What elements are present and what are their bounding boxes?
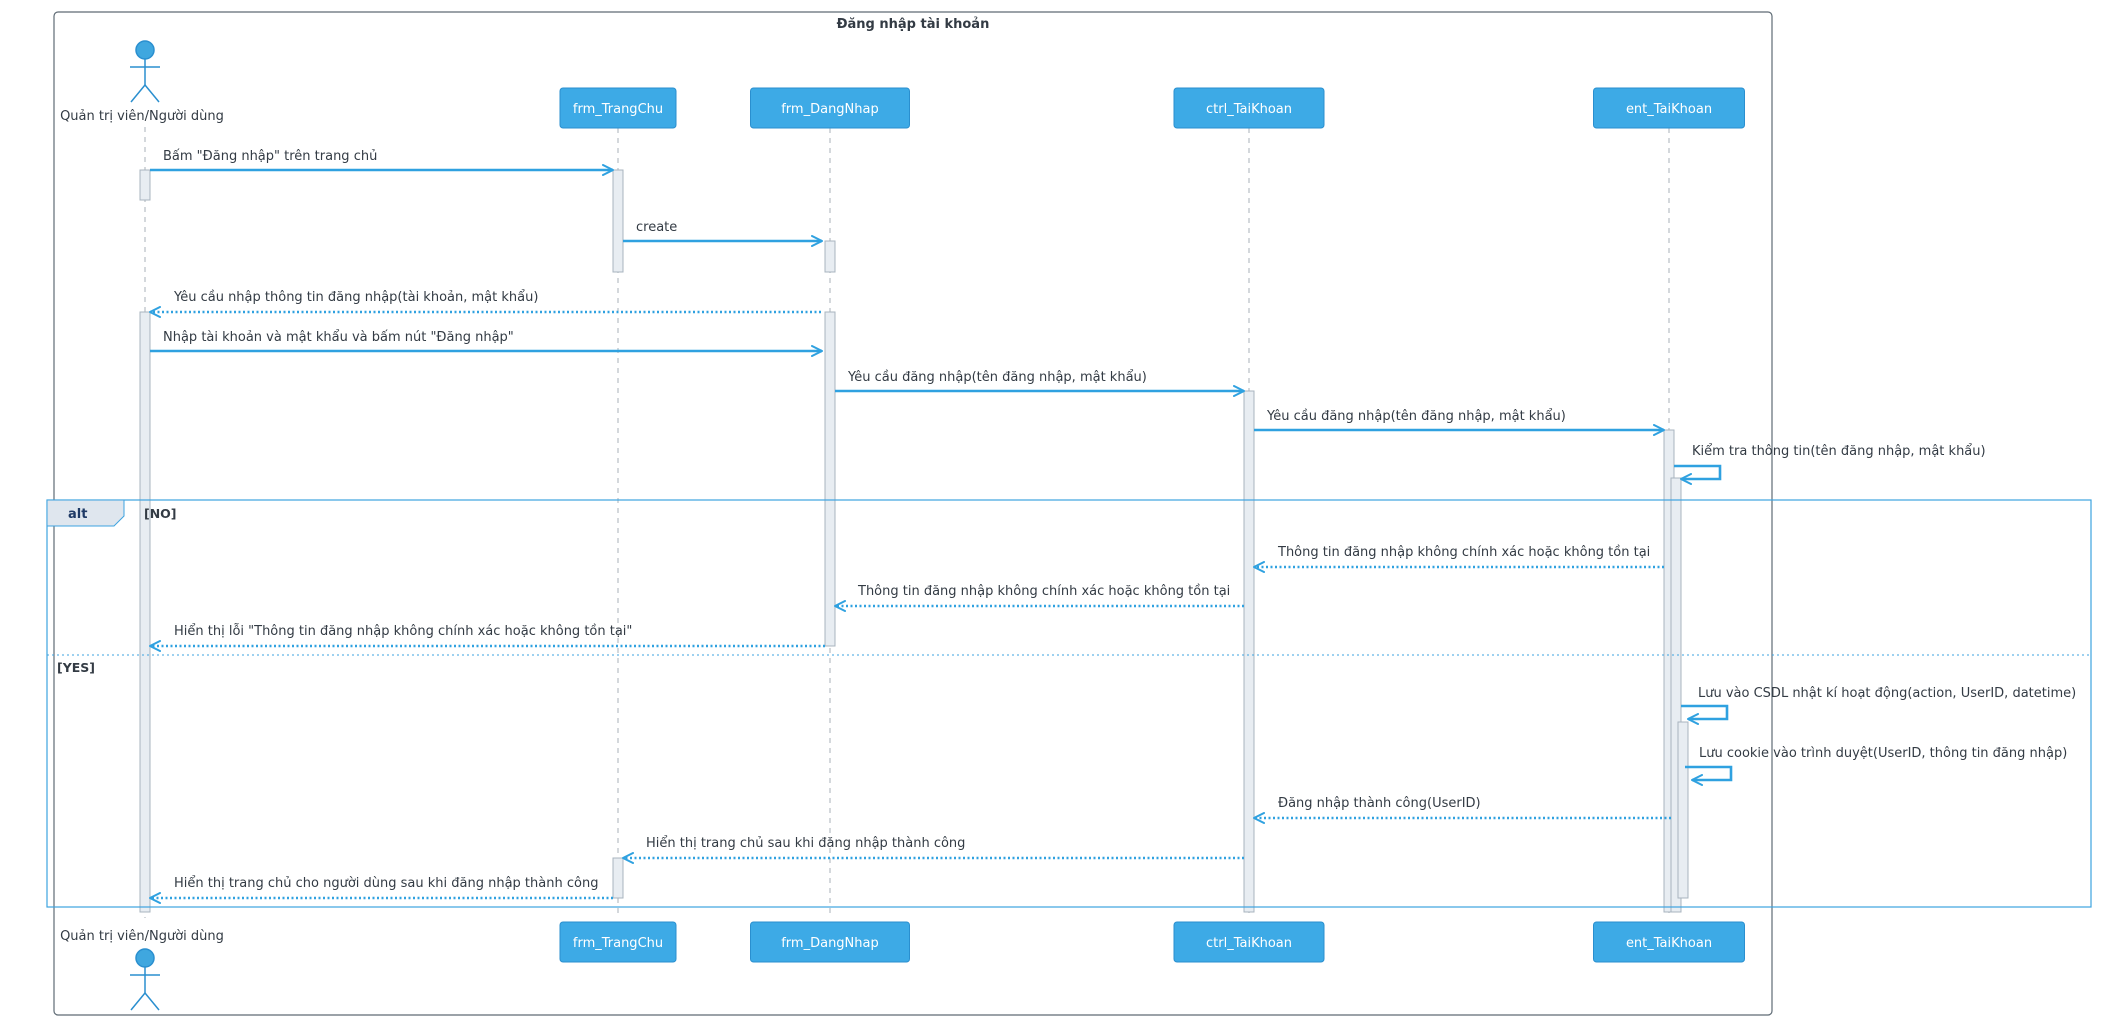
participant-label-user-bottom: Quản trị viên/Người dùng — [60, 929, 224, 944]
message-label-m3: Yêu cầu nhập thông tin đăng nhập(tài kho… — [173, 290, 538, 305]
participant-label-ent-top: ent_TaiKhoan — [1626, 102, 1712, 117]
alt-guard-yes: [YES] — [57, 660, 95, 675]
message-label-m15: Hiển thị trang chủ cho người dùng sau kh… — [174, 876, 598, 891]
message-label-m11: Lưu vào CSDL nhật kí hoạt động(action, U… — [1698, 686, 2076, 701]
participant-label-dangnhap-bottom: frm_DangNhap — [781, 936, 879, 951]
activation-bars — [139, 169, 1689, 913]
participant-label-trangchu-bottom: frm_TrangChu — [573, 936, 663, 951]
alt-keyword: alt — [68, 507, 87, 522]
activation-bar-ent — [1670, 477, 1682, 913]
message-label-m14: Hiển thị trang chủ sau khi đăng nhập thà… — [646, 836, 965, 851]
message-label-m10: Hiển thị lỗi "Thông tin đăng nhập không … — [174, 624, 632, 639]
participant-label-ent-bottom: ent_TaiKhoan — [1626, 936, 1712, 951]
activation-bar-dangnhap — [824, 311, 836, 647]
activation-bar-ent — [1677, 721, 1689, 899]
message-label-m9: Thông tin đăng nhập không chính xác hoặc… — [857, 584, 1230, 599]
activation-bar-ctrl — [1243, 390, 1255, 913]
activation-bar-trangchu — [612, 857, 624, 899]
participant-label-trangchu-top: frm_TrangChu — [573, 102, 663, 117]
message-label-m6: Yêu cầu đăng nhập(tên đăng nhập, mật khẩ… — [1266, 409, 1566, 424]
diagram-title: Đăng nhập tài khoản — [837, 17, 990, 32]
message-arrow-m12 — [1685, 765, 1733, 786]
participant-box-dangnhap-bottom — [750, 921, 910, 963]
participant-box-ctrl-bottom — [1173, 921, 1325, 963]
activation-bar-trangchu — [612, 169, 624, 273]
alt-guard-no: [NO] — [144, 506, 177, 521]
message-arrow-m7 — [1674, 464, 1722, 485]
actor-icon — [130, 948, 160, 1011]
message-label-m4: Nhập tài khoản và mật khẩu và bấm nút "Đ… — [163, 330, 514, 345]
participant-label-user-top: Quản trị viên/Người dùng — [60, 109, 224, 124]
participant-label-ctrl-top: ctrl_TaiKhoan — [1206, 102, 1292, 117]
actor-icon — [130, 40, 160, 103]
alt-fragment: alt [NO] [YES] — [46, 499, 2092, 908]
message-label-m13: Đăng nhập thành công(UserID) — [1278, 796, 1481, 811]
activation-bar-dangnhap — [824, 240, 836, 273]
message-label-m1: Bấm "Đăng nhập" trên trang chủ — [163, 149, 377, 164]
participant-box-trangchu-top — [559, 87, 677, 129]
alt-frame — [46, 499, 2092, 908]
messages: Bấm "Đăng nhập" trên trang chủ createYêu … — [149, 149, 2076, 904]
activation-bar-user — [139, 311, 151, 913]
participant-box-ctrl-top — [1173, 87, 1325, 129]
participant-label-dangnhap-top: frm_DangNhap — [781, 102, 879, 117]
message-label-m2: create — [636, 220, 677, 235]
participant-box-trangchu-bottom — [559, 921, 677, 963]
participant-box-ent-top — [1593, 87, 1745, 129]
message-label-m5: Yêu cầu đăng nhập(tên đăng nhập, mật khẩ… — [847, 370, 1147, 385]
alt-tab — [46, 499, 125, 527]
participant-box-dangnhap-top — [750, 87, 910, 129]
message-label-m7: Kiểm tra thông tin(tên đăng nhập, mật kh… — [1692, 444, 1986, 459]
participant-label-ctrl-bottom: ctrl_TaiKhoan — [1206, 936, 1292, 951]
message-label-m12: Lưu cookie vào trình duyệt(UserID, thông… — [1699, 746, 2067, 761]
message-label-m8: Thông tin đăng nhập không chính xác hoặc… — [1277, 545, 1650, 560]
activation-bar-user — [139, 169, 151, 201]
participant-box-ent-bottom — [1593, 921, 1745, 963]
message-arrow-m11 — [1681, 704, 1729, 725]
